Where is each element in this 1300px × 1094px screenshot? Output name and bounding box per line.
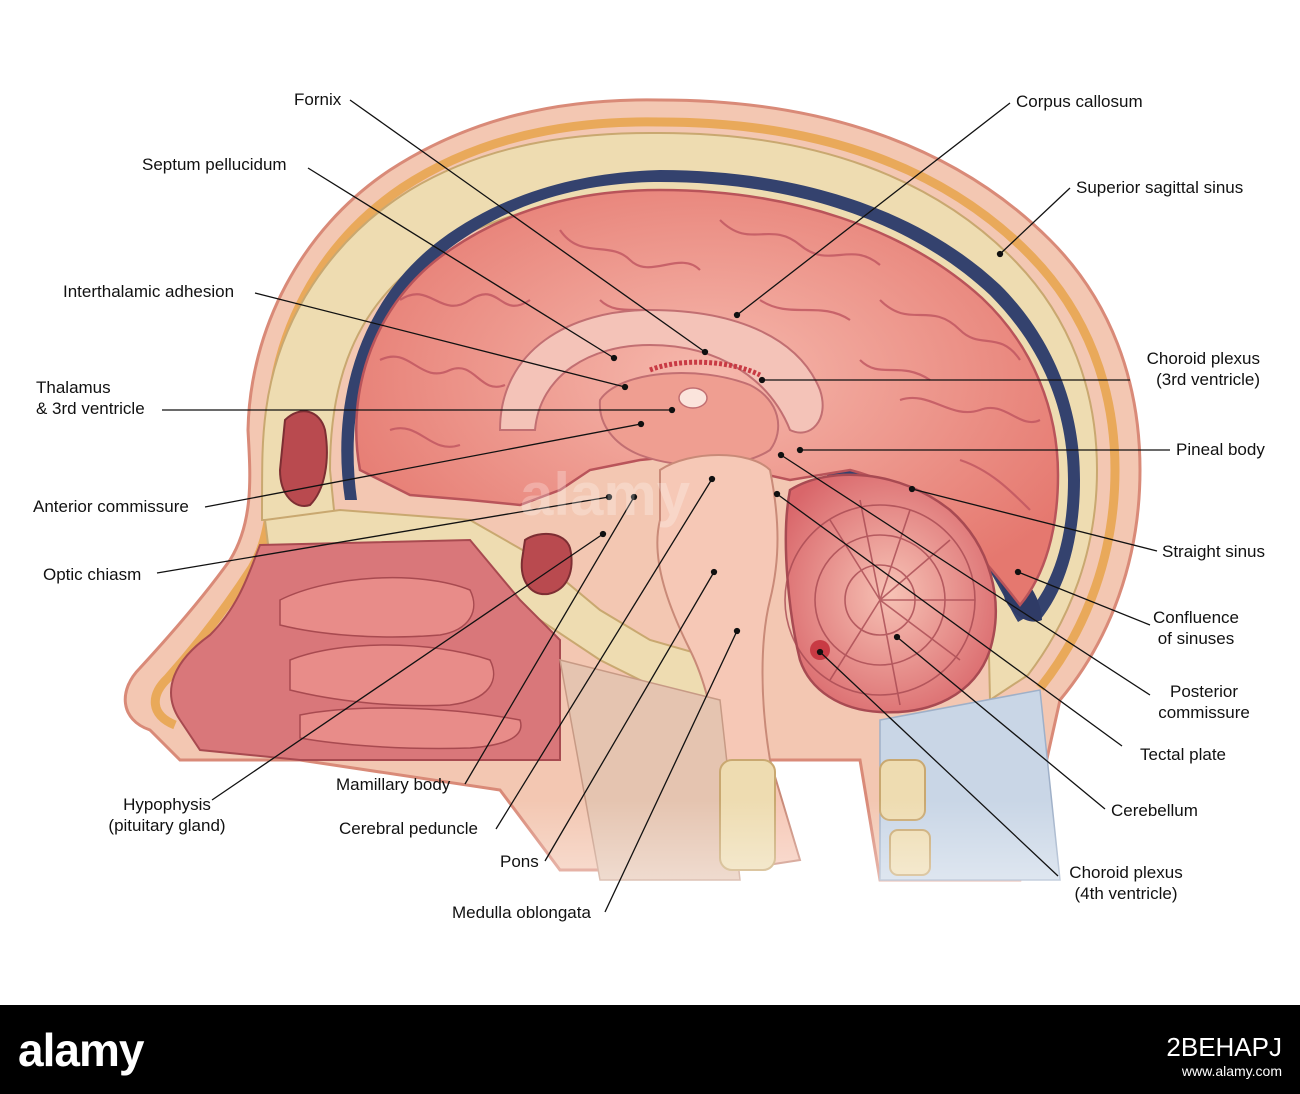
- label-posterior-line1: Posterior: [1169, 682, 1239, 701]
- label-tectal-plate: Tectal plate: [1140, 745, 1226, 764]
- label-confluence-line1: Confluence: [1152, 608, 1239, 627]
- label-straight-sinus: Straight sinus: [1162, 542, 1265, 561]
- watermark-url: www.alamy.com: [1181, 1063, 1282, 1079]
- label-thalamus-line1: Thalamus: [36, 378, 111, 397]
- watermark-footer: alamy 2BEHAPJ www.alamy.com: [0, 1005, 1300, 1094]
- alamy-logo: alamy: [18, 1024, 144, 1076]
- label-choroid4-line2: (4th ventricle): [1074, 884, 1178, 903]
- label-hypophysis-line1: Hypophysis: [123, 795, 211, 814]
- label-posterior-commissure: Posterior commissure: [1148, 681, 1260, 723]
- label-fornix: Fornix: [294, 90, 342, 109]
- label-cerebellum: Cerebellum: [1111, 801, 1198, 820]
- label-pons: Pons: [500, 852, 539, 871]
- label-optic-chiasm: Optic chiasm: [43, 565, 142, 584]
- label-hypophysis: Hypophysis (pituitary gland): [102, 794, 232, 836]
- leader-lines: [156, 99, 1170, 913]
- label-mamillary-body: Mamillary body: [336, 775, 451, 794]
- label-choroid3-line2: (3rd ventricle): [1156, 370, 1260, 389]
- label-choroid-plexus-4th: Choroid plexus (4th ventricle): [1056, 862, 1196, 904]
- label-confluence-of-sinuses: Confluence of sinuses: [1140, 607, 1252, 649]
- label-hypophysis-line2: (pituitary gland): [108, 816, 226, 835]
- label-corpus-callosum: Corpus callosum: [1016, 92, 1143, 111]
- label-confluence-line2: of sinuses: [1157, 629, 1235, 648]
- label-medulla-oblongata: Medulla oblongata: [452, 903, 591, 922]
- cerebellum-shape: [784, 473, 997, 714]
- label-pineal-body: Pineal body: [1176, 440, 1265, 459]
- anatomy-diagram: alamy Fornix Septum pellucidum Interthal…: [33, 90, 1265, 1005]
- label-thalamus: Thalamus & 3rd ventricle: [36, 377, 145, 419]
- label-choroid4-line1: Choroid plexus: [1069, 863, 1183, 882]
- image-id: 2BEHAPJ: [1166, 1032, 1282, 1062]
- label-septum-pellucidum: Septum pellucidum: [142, 155, 287, 174]
- label-choroid3-line1: Choroid plexus: [1146, 349, 1260, 368]
- nasal-cavity: [170, 538, 561, 761]
- label-anterior-commissure: Anterior commissure: [33, 497, 189, 516]
- label-interthalamic-adhesion: Interthalamic adhesion: [63, 282, 235, 301]
- label-choroid-plexus-3rd: Choroid plexus (3rd ventricle): [1120, 348, 1260, 390]
- label-cerebral-peduncle: Cerebral peduncle: [339, 819, 478, 838]
- label-thalamus-line2: & 3rd ventricle: [36, 399, 145, 418]
- watermark-overlay: alamy: [520, 461, 691, 528]
- label-posterior-line2: commissure: [1158, 703, 1250, 722]
- label-superior-sagittal-sinus: Superior sagittal sinus: [1076, 178, 1244, 197]
